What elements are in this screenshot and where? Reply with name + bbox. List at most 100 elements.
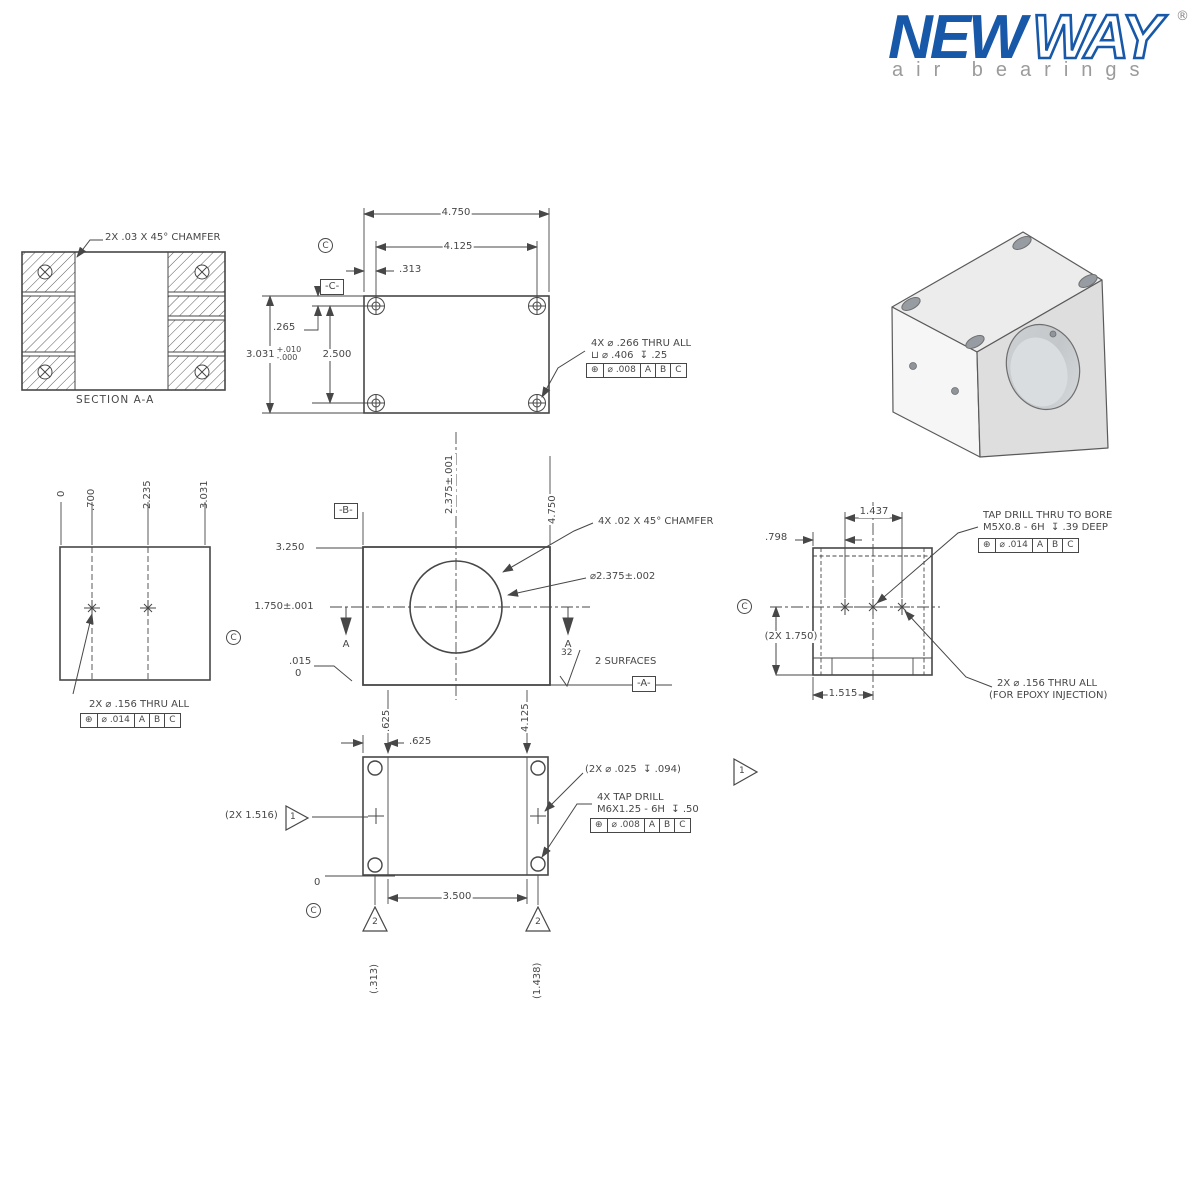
top-view-row-span-dim: 2.500 <box>321 349 353 361</box>
right-view-center-height-dim: (2X 1.750) <box>763 631 819 643</box>
top-view-hole-edge-dim: .313 <box>399 264 422 275</box>
top-view-hole-callout-1: 4X ⌀ .266 THRU ALL <box>591 338 692 349</box>
datum-balloon-c: C <box>306 903 321 918</box>
flag-1-label: 1 <box>290 812 296 822</box>
fcf-datum-a: A <box>641 364 657 377</box>
top-view-depth-dim: 3.031 +.010 -.000 <box>245 345 303 363</box>
flag-2-label: 2 <box>372 917 378 927</box>
top-view-hole-callout-2: ⊔ ⌀ .406 ↧ .25 <box>591 350 668 361</box>
iso-top-holes <box>901 236 1098 349</box>
right-view-epoxy-callout-2: (FOR EPOXY INJECTION) <box>989 690 1108 701</box>
logo-registered-icon: ® <box>1176 9 1189 24</box>
section-title: SECTION A-A <box>76 394 155 406</box>
fcf-tolerance: ⌀ .014 <box>996 539 1033 552</box>
hole-target-icon <box>84 600 156 616</box>
left-view-ordinate-0: 0 <box>56 490 67 497</box>
bottom-view-basic-dim-2: (1.438) <box>532 962 543 999</box>
depth-tol-plus: +.010 <box>276 345 302 354</box>
fcf-datum-a: A <box>135 714 151 727</box>
datum-balloon-c: C <box>226 630 241 645</box>
bottom-view-spot-callout: (2X ⌀ .025 ↧ .094) <box>585 764 681 775</box>
front-view <box>314 432 672 700</box>
left-view-hole-callout: 2X ⌀ .156 THRU ALL <box>89 699 190 710</box>
logo-tagline: air bearings <box>892 59 1153 81</box>
front-view-finish-note: 2 SURFACES <box>595 656 657 667</box>
depth-tol-minus: -.000 <box>276 353 298 363</box>
bottom-view-basic-dim-1: (.313) <box>369 963 380 994</box>
top-view-row-edge-dim: .265 <box>273 322 296 333</box>
logo: NEW WAY ® air bearings <box>888 2 1189 81</box>
top-view-width-dim: 4.750 <box>440 207 472 219</box>
section-arrow-label-right: A <box>564 639 572 650</box>
datum-balloon-c: C <box>737 599 752 614</box>
isometric-view <box>891 231 1109 458</box>
fcf-tolerance: ⌀ .014 <box>98 714 135 727</box>
fcf-datum-c: C <box>679 820 686 830</box>
logo-new: NEW <box>888 3 1031 72</box>
right-view-tap-callout-2: M5X0.8 - 6H ↧ .39 DEEP <box>983 522 1108 533</box>
front-view-chamfer-note: 4X .02 X 45° CHAMFER <box>598 516 714 527</box>
section-cut-arrow <box>340 607 574 636</box>
bottom-view-hole-edge-dim: .625 <box>409 736 432 747</box>
front-view-bore-height-dim: 1.750±.001 <box>253 601 315 613</box>
top-view-hole-span-dim: 4.125 <box>442 241 474 253</box>
fcf-datum-a: A <box>1033 539 1049 552</box>
fcf-tolerance: ⌀ .008 <box>608 819 645 832</box>
top-view-position-fcf: ⊕ ⌀ .008 A B C <box>586 363 687 378</box>
bottom-view-tap-callout-1: 4X TAP DRILL <box>597 792 664 803</box>
flag-triangle-icon <box>285 757 759 932</box>
front-view-height-dim: 3.250 <box>274 542 306 554</box>
fcf-datum-b: B <box>1048 539 1064 552</box>
bottom-view-ordinate-4125: 4.125 <box>520 702 532 733</box>
left-view-ordinate-3031: 3.031 <box>199 480 210 509</box>
fcf-position-icon: ⊕ <box>591 819 608 832</box>
bottom-view-row-dim: (2X 1.516) <box>225 810 278 821</box>
fcf-datum-b: B <box>150 714 166 727</box>
logo-way: WAY <box>1032 3 1168 72</box>
fcf-datum-c: C <box>1067 540 1074 550</box>
right-view-epoxy-callout-1: 2X ⌀ .156 THRU ALL <box>997 678 1098 689</box>
left-view-ordinate-700: .700 <box>86 488 97 511</box>
left-view-position-fcf: ⊕ ⌀ .014 A B C <box>80 713 181 728</box>
left-side-view <box>59 502 211 695</box>
front-view-bore-x-dim: 2.375±.001 <box>444 453 456 515</box>
bottom-view-position-fcf: ⊕ ⌀ .008 A B C <box>590 818 691 833</box>
fcf-datum-c: C <box>169 715 176 725</box>
bottom-view-ordinate-625: .625 <box>381 708 393 733</box>
fcf-tolerance: ⌀ .008 <box>604 364 641 377</box>
counterbore-screw-icon <box>367 297 546 412</box>
front-view-bore-dim: ⌀2.375±.002 <box>590 571 656 582</box>
bottom-view <box>285 735 759 932</box>
depth-dim-value: 3.031 <box>246 348 275 360</box>
tap-hole-icon <box>367 760 546 873</box>
section-screw-icon <box>37 264 210 380</box>
fcf-position-icon: ⊕ <box>81 714 98 727</box>
bottom-view-ordinate-zero: 0 <box>314 877 321 888</box>
datum-a-flag: -A- <box>632 676 656 692</box>
front-view-finish-value: 32 <box>561 648 573 658</box>
right-view-bottom-dim: 1.515 <box>827 688 859 700</box>
datum-b-flag: -B- <box>334 503 358 519</box>
right-view-tap-callout-1: TAP DRILL THRU TO BORE <box>983 510 1113 521</box>
surface-finish-icon <box>559 649 581 688</box>
flag-2-label: 2 <box>535 917 541 927</box>
datum-c-flag: -C- <box>320 279 345 295</box>
bottom-view-hole-span-dim: 3.500 <box>441 891 473 903</box>
front-view-profile-upper: .015 <box>289 656 312 667</box>
front-view-width-dim: 4.750 <box>547 494 559 525</box>
fcf-datum-b: B <box>656 364 672 377</box>
front-view-profile-lower: 0 <box>295 668 302 679</box>
section-arrow-label-left: A <box>342 639 350 650</box>
fcf-datum-b: B <box>660 819 676 832</box>
right-view-edge-offset-dim: .798 <box>765 532 788 543</box>
fcf-position-icon: ⊕ <box>979 539 996 552</box>
flag-1-label: 1 <box>739 766 745 776</box>
top-view <box>262 208 586 414</box>
section-aa-view <box>21 239 226 391</box>
hole-target-icon <box>368 808 546 824</box>
right-side-view <box>770 502 993 700</box>
fcf-position-icon: ⊕ <box>587 364 604 377</box>
bottom-view-tap-callout-2: M6X1.25 - 6H ↧ .50 <box>597 804 699 815</box>
